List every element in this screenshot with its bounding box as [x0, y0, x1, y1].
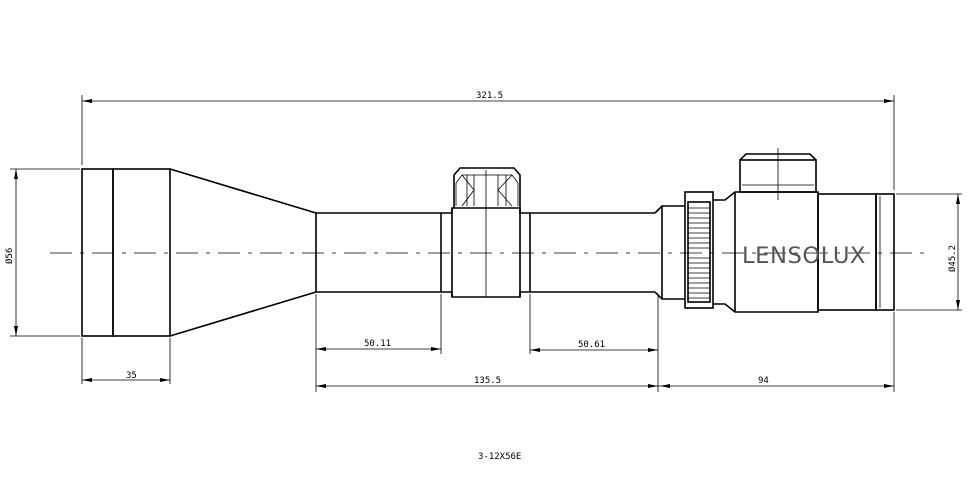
dimension-tube-length: 135.5 [316, 376, 658, 388]
objective-diameter-label: Ø56 [4, 248, 15, 264]
power-ring [654, 191, 714, 309]
dimension-front-tube-length: 50.11 [315, 294, 442, 392]
rear-tube-length-label: 50.61 [578, 340, 605, 350]
model-label: 3-12X56E [478, 452, 521, 462]
dimension-rear-tube-length: 50.61 [529, 294, 659, 392]
dimension-objective-diameter: Ø56 [4, 168, 80, 337]
eyepiece-length-label: 94 [758, 376, 769, 386]
objective-bell [81, 168, 317, 337]
dimension-eyepiece-diameter: Ø45.2 [896, 193, 962, 311]
eyepiece-diameter-label: Ø45.2 [947, 245, 958, 272]
brand-logo: LENSOLUX [742, 244, 866, 269]
objective-bell-length-label: 35 [126, 371, 137, 381]
turret [441, 167, 530, 298]
tube-length-label: 135.5 [474, 376, 501, 386]
logo-text: LENSOLUX [742, 244, 866, 269]
illumination-knob [739, 148, 817, 200]
dimension-overall: 321.5 [81, 91, 895, 190]
overall-length-label: 321.5 [476, 91, 503, 101]
eyepiece [713, 191, 895, 313]
main-tube [315, 212, 655, 293]
dimension-eyepiece-length: 94 [658, 312, 895, 392]
front-tube-length-label: 50.11 [364, 339, 391, 349]
dimension-objective-bell-length: 35 [81, 338, 171, 384]
